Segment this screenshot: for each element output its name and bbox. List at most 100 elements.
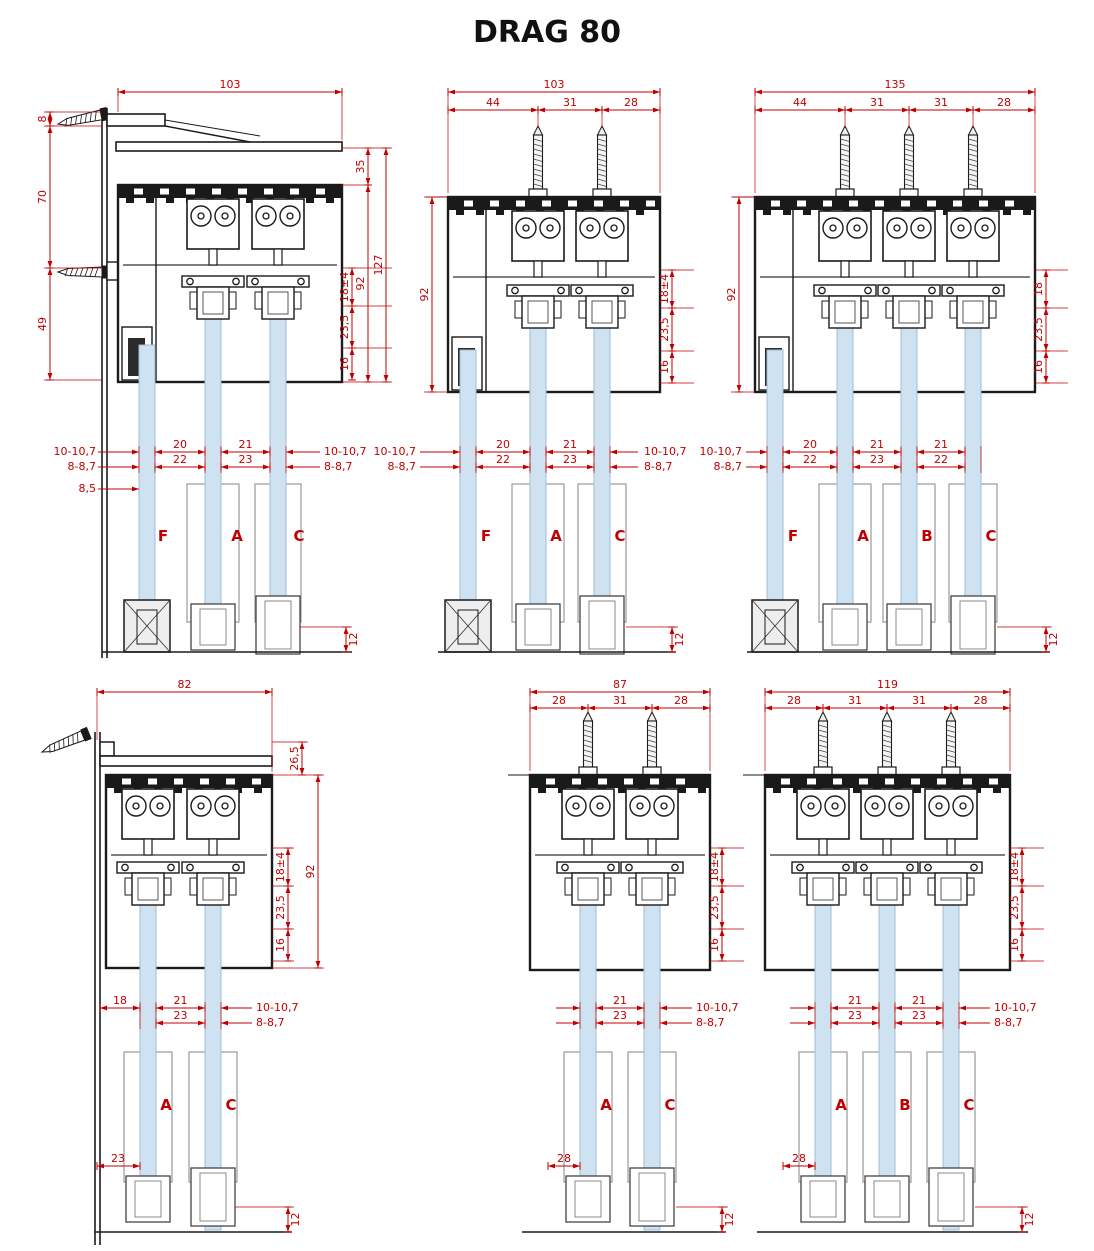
dimension-label: 8-8,7	[256, 1016, 284, 1029]
dimension-label: 28	[787, 694, 801, 707]
glass-clamp-icon	[941, 284, 1005, 329]
dim-total-width: 103	[220, 78, 241, 91]
floor-guide-icon	[864, 1175, 910, 1223]
dimension-label: 16	[658, 360, 671, 374]
panel-letter: A	[857, 527, 869, 545]
fixed-guide-icon	[444, 599, 492, 653]
glass-panel	[814, 892, 832, 1219]
dimension-label: 10-10,7	[994, 1001, 1036, 1014]
dimension-label: 21	[870, 438, 884, 451]
dimension-label: 23	[870, 453, 884, 466]
screw-icon	[56, 265, 109, 279]
dimension-label: 8-8,7	[994, 1016, 1022, 1029]
dimension-label: 28	[552, 694, 566, 707]
roller-carriage-icon	[121, 788, 175, 856]
dimension-label: 31	[912, 694, 926, 707]
dimension-label: 26,5	[288, 746, 301, 771]
glass-clamp-icon	[791, 861, 855, 906]
dimension-label: 31	[613, 694, 627, 707]
panel-letter: F	[788, 527, 798, 545]
dimension-label: 23,5	[274, 895, 287, 920]
dimension-label: 23	[912, 1009, 926, 1022]
dimension-label: 12	[1047, 633, 1060, 647]
dimension-label: 18±4	[338, 272, 351, 302]
glass-clamp-icon	[620, 861, 684, 906]
dimension-label: 22	[173, 453, 187, 466]
dimension-label: 20	[173, 438, 187, 451]
roller-carriage-icon	[251, 198, 305, 266]
floor-guide-icon	[515, 603, 561, 651]
glass-clamp-icon	[116, 861, 180, 906]
title-group: DRAG 80	[473, 15, 621, 50]
dimension-label: 23	[239, 453, 253, 466]
dimension-label: 31	[848, 694, 862, 707]
dimension-label: 28	[792, 1152, 806, 1165]
dimension-label: 21	[239, 438, 253, 451]
panel-letter: A	[160, 1096, 172, 1114]
dimension-label: 8-8,7	[696, 1016, 724, 1029]
dim-total-width: 103	[544, 78, 565, 91]
dimension-label: 23	[848, 1009, 862, 1022]
suspension-rod-icon	[642, 710, 662, 776]
dimension-label: 28	[674, 694, 688, 707]
glass-clamp-icon	[181, 275, 245, 320]
fixed-guide-icon	[751, 599, 799, 653]
dimension-label: 20	[803, 438, 817, 451]
dimension-label: 21	[848, 994, 862, 1007]
dimension-label: 16	[274, 938, 287, 952]
dimension-label: 23,5	[338, 315, 351, 340]
suspension-rod-icon	[592, 124, 612, 198]
page-title: DRAG 80	[473, 15, 621, 50]
panel-letter: C	[614, 527, 625, 545]
dimension-label: 31	[870, 96, 884, 109]
dimension-label: 31	[934, 96, 948, 109]
floor-guide-icon	[928, 1167, 974, 1227]
dimension-label: 31	[563, 96, 577, 109]
panel-letter: C	[963, 1096, 974, 1114]
glass-panel	[529, 317, 547, 629]
dimension-label: 8	[36, 116, 49, 123]
dimension-label: 16	[708, 938, 721, 952]
glass-clamp-icon	[570, 284, 634, 329]
glass-panel	[459, 349, 477, 633]
roller-carriage-icon	[186, 788, 240, 856]
dimension-label: 18	[113, 994, 127, 1007]
fixed-guide-icon	[123, 599, 171, 653]
floor-guide-icon	[822, 603, 868, 651]
dimension-label: 23	[613, 1009, 627, 1022]
roller-carriage-icon	[625, 788, 679, 856]
roller-carriage-icon	[575, 210, 629, 278]
dimension-label: 18±4	[274, 852, 287, 882]
glass-clamp-icon	[181, 861, 245, 906]
dimension-label: 23,5	[1032, 317, 1045, 342]
dimension-label: 28	[557, 1152, 571, 1165]
suspension-rod-icon	[963, 124, 983, 198]
roller-carriage-icon	[882, 210, 936, 278]
floor-guide-icon	[565, 1175, 611, 1223]
glass-clamp-icon	[506, 284, 570, 329]
dimension-label: 28	[974, 694, 988, 707]
floor-guide-icon	[190, 1167, 236, 1227]
dimension-label: 16	[1008, 938, 1021, 952]
dimension-label: 35	[354, 160, 367, 174]
dimension-label: 10-10,7	[324, 445, 366, 458]
dimension-label: 23	[174, 1009, 188, 1022]
floor-guide-icon	[255, 595, 301, 655]
suspension-rod-icon	[899, 124, 919, 198]
glass-clamp-icon	[919, 861, 983, 906]
suspension-rod-icon	[578, 710, 598, 776]
dimension-label: 18±4	[1008, 852, 1021, 882]
glass-clamp-icon	[556, 861, 620, 906]
panel-letter: F	[158, 527, 168, 545]
dimension-label: 8-8,7	[324, 460, 352, 473]
dimension-label: 23	[111, 1152, 125, 1165]
dimension-label: 12	[289, 1213, 302, 1227]
